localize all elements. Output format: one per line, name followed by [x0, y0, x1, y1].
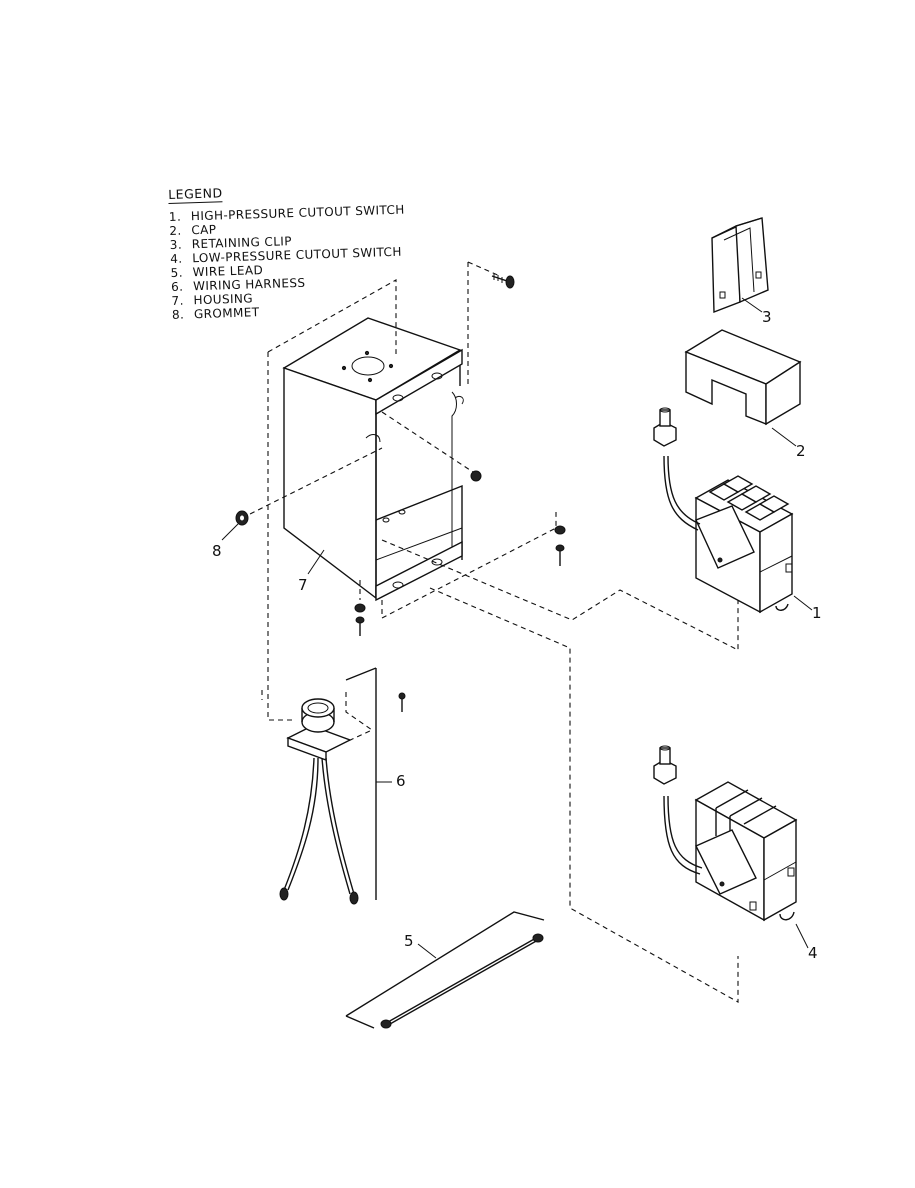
callout-leaders: [221, 297, 813, 959]
housing: [282, 317, 464, 602]
callout-4: 4: [808, 944, 818, 962]
callout-7: 7: [298, 576, 308, 594]
screws-and-nuts: [354, 274, 566, 712]
high-pressure-switch: [653, 407, 794, 614]
callout-2: 2: [796, 442, 806, 460]
wire-lead: [345, 911, 545, 1029]
retaining-clip: [711, 217, 769, 314]
cap: [684, 329, 802, 426]
assembly-lines: [241, 261, 739, 1003]
low-pressure-switch: [653, 745, 798, 922]
callout-8: 8: [212, 542, 222, 560]
grommet: [235, 510, 249, 526]
callout-3: 3: [762, 308, 772, 326]
callout-6: 6: [396, 772, 406, 790]
wiring-harness: [279, 667, 377, 905]
callout-5: 5: [404, 932, 414, 950]
callout-1: 1: [812, 604, 822, 622]
